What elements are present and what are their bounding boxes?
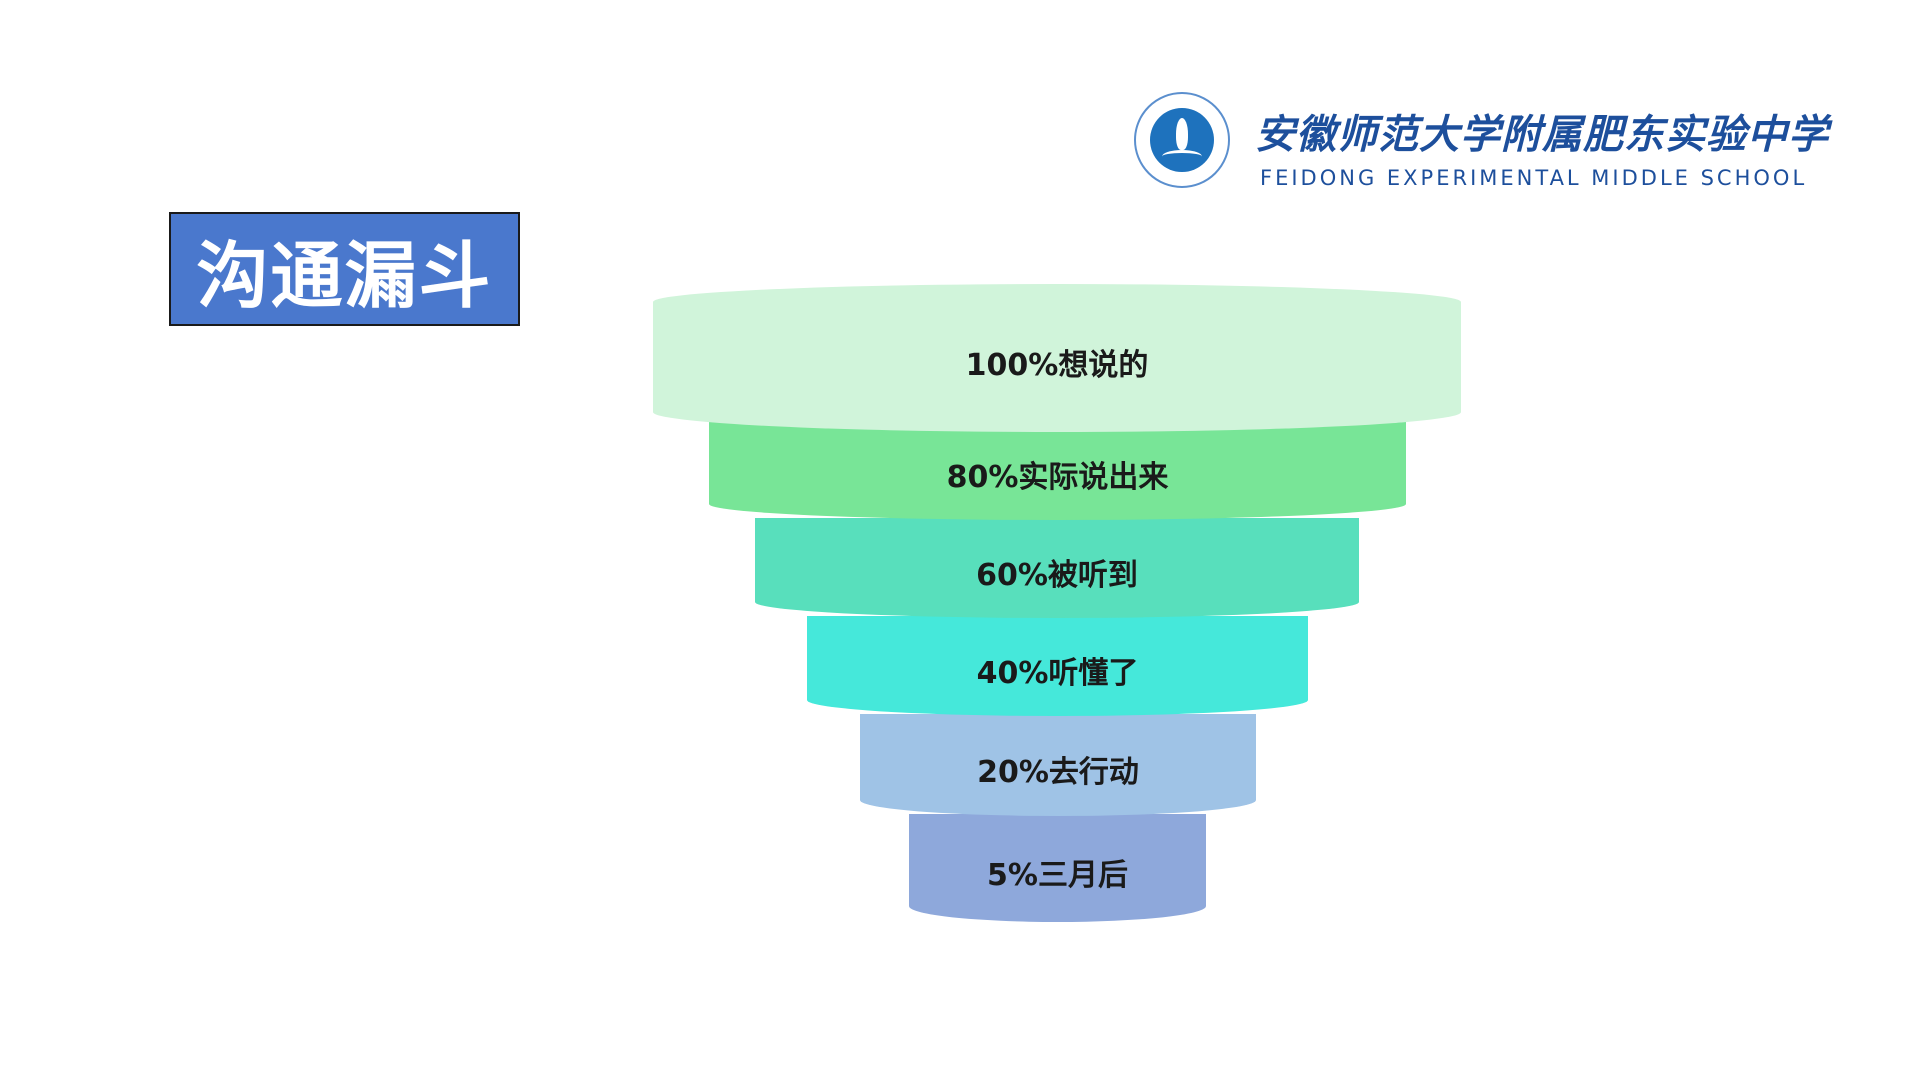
- funnel-layer-label: 5%三月后: [987, 858, 1128, 893]
- funnel-layer: 20%去行动: [860, 714, 1256, 816]
- funnel-layer: 60%被听到: [755, 518, 1359, 618]
- funnel-layer-label: 60%被听到: [976, 558, 1138, 593]
- funnel-layer-label: 20%去行动: [977, 755, 1139, 790]
- school-name-en: FEIDONG EXPERIMENTAL MIDDLE SCHOOL: [1260, 166, 1808, 190]
- funnel-layer: 40%听懂了: [807, 616, 1308, 716]
- funnel-layer-label: 80%实际说出来: [946, 460, 1169, 495]
- funnel-layer-label: 40%听懂了: [976, 656, 1139, 691]
- funnel-layer: 5%三月后: [909, 814, 1206, 922]
- funnel-layer-label: 100%想说的: [965, 348, 1149, 383]
- school-emblem-icon: [1134, 92, 1230, 188]
- funnel-layer: 100%想说的: [653, 284, 1461, 432]
- funnel-layer: 80%实际说出来: [709, 420, 1406, 520]
- school-name-cn: 安徽师范大学附属肥东实验中学: [1255, 111, 1829, 158]
- slide-title: 沟通漏斗: [169, 212, 520, 326]
